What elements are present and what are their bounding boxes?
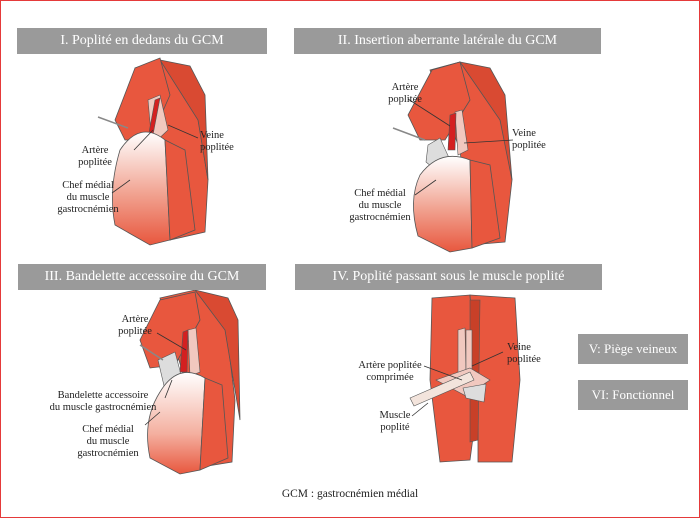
functional-button[interactable]: VI: Fonctionnel: [578, 380, 688, 410]
panel-2-title: II. Insertion aberrante latérale du GCM: [294, 28, 601, 54]
panel-4-illustration: [409, 294, 521, 463]
panel-1-illustration: [97, 57, 209, 246]
figure-footnote: GCM : gastrocnémien médial: [281, 488, 419, 500]
panel-4-title: IV. Poplité passant sous le muscle popli…: [295, 264, 602, 290]
panel-3-illustration: [139, 289, 241, 475]
panel-1-title: I. Poplité en dedans du GCM: [17, 28, 267, 54]
panel-3-title: III. Bandelette accessoire du GCM: [18, 264, 266, 290]
panel-2-illustration: [392, 61, 514, 253]
venous-trap-button[interactable]: V: Piège veineux: [578, 334, 688, 364]
